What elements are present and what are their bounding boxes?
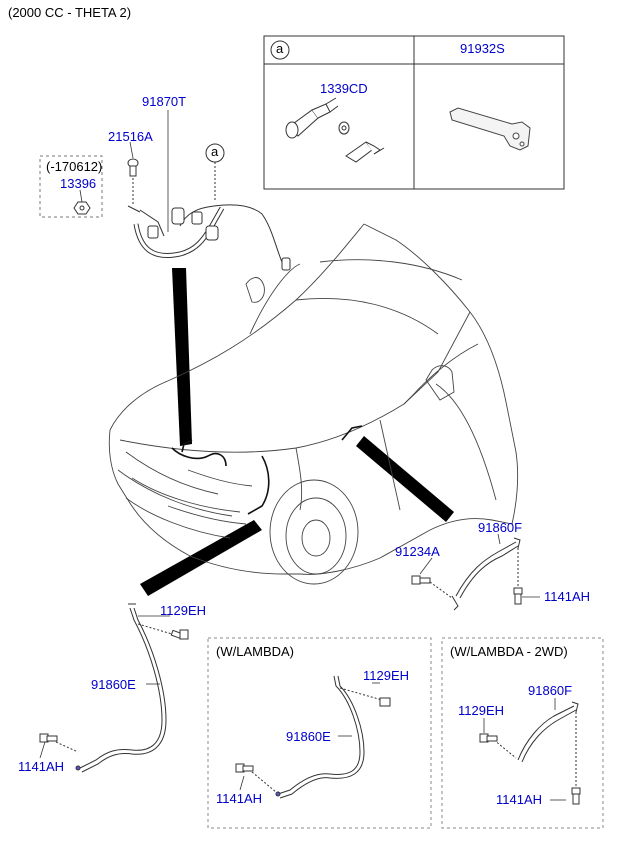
flange-nut-part <box>73 201 91 215</box>
lambda-box <box>207 637 432 829</box>
date-range: (-170612) <box>46 159 103 174</box>
bolt-1141ah-right <box>513 587 523 605</box>
pointer-harness <box>172 268 192 446</box>
pointer-right-cable <box>356 436 454 522</box>
bolt-1129eh-lambda <box>379 697 391 707</box>
clip-bracket-part <box>345 141 385 163</box>
part-1141ah-right[interactable]: 1141AH <box>544 589 591 604</box>
bolt-1141ah-left <box>39 733 58 743</box>
bracket-part <box>449 107 531 151</box>
bolt-1141ah-lambda <box>235 763 254 773</box>
part-1129eh-2wd[interactable]: 1129EH <box>458 703 505 718</box>
lambda-heading: (W/LAMBDA) <box>216 644 294 659</box>
car-outline <box>108 223 519 585</box>
detail-circle-letter: a <box>276 41 284 56</box>
part-1129eh-lambda[interactable]: 1129EH <box>363 668 410 683</box>
pointer-left-cable <box>140 520 262 596</box>
cable-91860e-lambda <box>251 675 383 799</box>
nut-part <box>338 121 350 135</box>
lambda-2wd-heading: (W/LAMBDA - 2WD) <box>450 644 568 659</box>
part-1339cd[interactable]: 1339CD <box>320 81 368 96</box>
part-1141ah-2wd[interactable]: 1141AH <box>496 792 543 807</box>
detail-box <box>263 35 565 190</box>
leader-lines <box>39 110 566 801</box>
part-21516a[interactable]: 21516A <box>108 129 153 144</box>
date-box <box>39 155 103 218</box>
cable-91860f-right <box>451 537 521 611</box>
bolt-1129eh-left <box>170 629 189 640</box>
cable-91860f-2wd <box>493 701 579 788</box>
bolt-21516a <box>127 158 139 206</box>
part-91860e-left[interactable]: 91860E <box>91 677 136 692</box>
part-91860e-lambda[interactable]: 91860E <box>286 729 331 744</box>
bolt-1129eh-2wd <box>479 733 498 743</box>
car-wiring <box>171 425 363 515</box>
lambda-2wd-box <box>441 637 604 829</box>
page-title: (2000 CC - THETA 2) <box>8 5 132 20</box>
part-91932s[interactable]: 91932S <box>460 41 505 56</box>
part-91870t[interactable]: 91870T <box>142 94 187 109</box>
part-91234a[interactable]: 91234A <box>395 544 440 559</box>
cable-91860e-left <box>55 603 173 773</box>
bolt-1141ah-2wd <box>571 787 581 805</box>
wiring-harness <box>127 204 291 271</box>
part-1141ah-lambda[interactable]: 1141AH <box>216 791 263 806</box>
part-91860f-right[interactable]: 91860F <box>478 520 523 535</box>
detail-circle-marker <box>270 40 290 60</box>
part-91860f-2wd[interactable]: 91860F <box>528 683 573 698</box>
part-1141ah-left[interactable]: 1141AH <box>18 759 65 774</box>
part-13396[interactable]: 13396 <box>60 176 97 191</box>
part-1129eh-left[interactable]: 1129EH <box>160 603 207 618</box>
bolt-91234a <box>411 575 453 599</box>
callout-letter: a <box>211 144 219 159</box>
ground-connector-part <box>285 97 339 139</box>
